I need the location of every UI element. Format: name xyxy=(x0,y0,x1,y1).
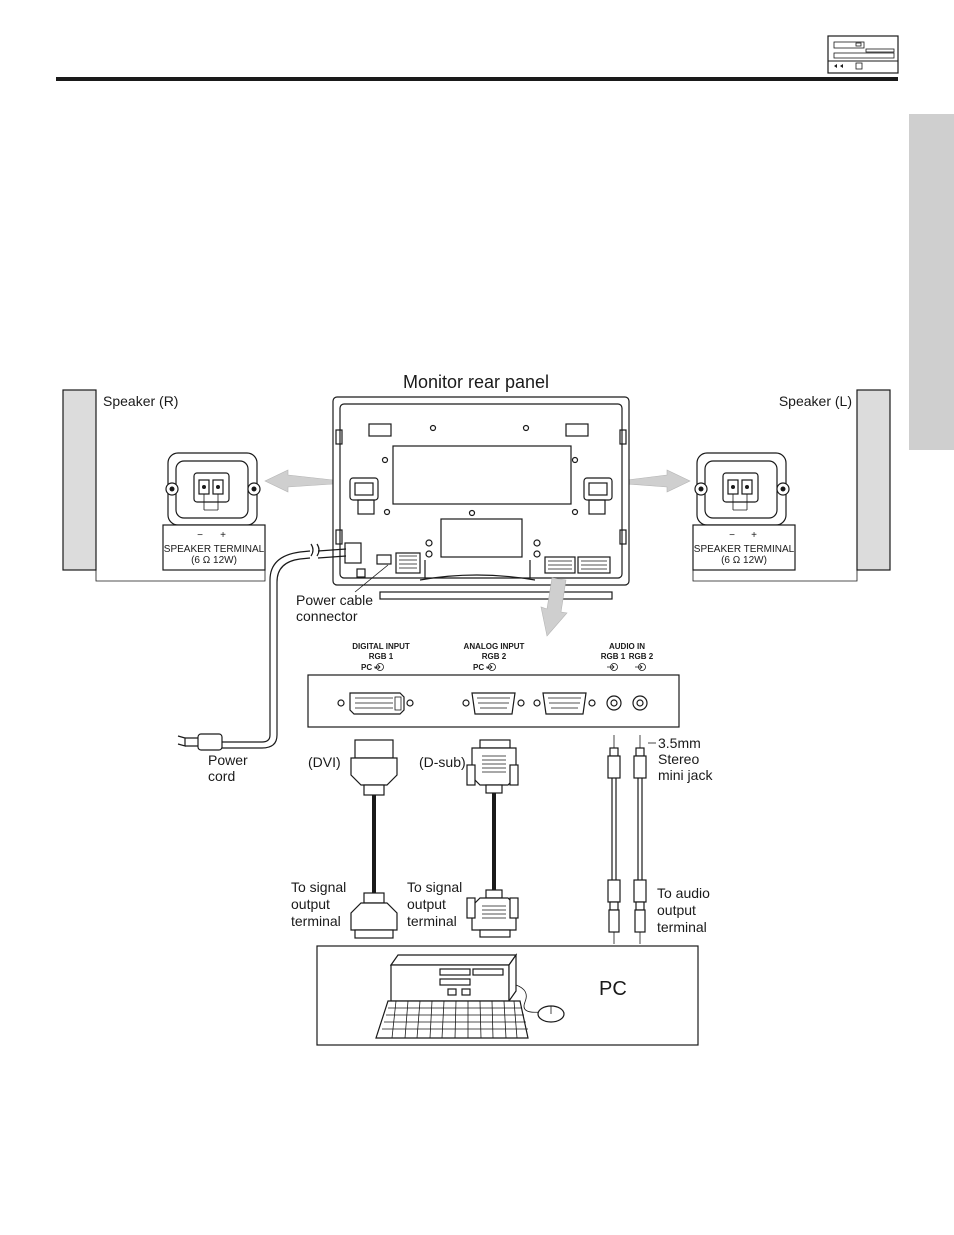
signal-out-2-label-3: terminal xyxy=(407,913,457,929)
speaker-right-label: Speaker (R) xyxy=(103,393,178,409)
audio-in-label: AUDIO IN xyxy=(609,642,645,651)
audio-in-rgb1: RGB 1 xyxy=(601,652,626,661)
terminal-plus-right: + xyxy=(220,530,226,541)
speaker-rating-left: (6 Ω 12W) xyxy=(721,555,767,566)
speaker-terminal-label-right: SPEAKER TERMINAL xyxy=(164,544,265,555)
speaker-right xyxy=(62,389,266,582)
audio-out-label-2: output xyxy=(657,902,696,918)
dsub-cable xyxy=(466,739,519,938)
digital-input-label-1: DIGITAL INPUT xyxy=(352,642,410,651)
power-connector-label-1: Power cable xyxy=(296,592,373,608)
monitor-rear-panel xyxy=(332,396,630,600)
leader-power-connector xyxy=(354,564,389,593)
digital-input-pc: PC - xyxy=(361,663,377,672)
speaker-left-label: Speaker (L) xyxy=(779,393,852,409)
signal-out-2-label-1: To signal xyxy=(407,879,462,895)
pc-computer-icon xyxy=(375,953,565,1039)
signal-out-1-label-1: To signal xyxy=(291,879,346,895)
signal-out-2-label-2: output xyxy=(407,896,446,912)
arrow-right xyxy=(626,469,691,493)
audio-out-label-1: To audio xyxy=(657,885,710,901)
arrow-down xyxy=(540,577,568,637)
jack-label-1: 3.5mm xyxy=(658,735,701,751)
audio-out-label-3: terminal xyxy=(657,919,707,935)
digital-input-label-2: RGB 1 xyxy=(369,652,394,661)
analog-input-pc: PC - xyxy=(473,663,489,672)
speaker-terminal-label-left: SPEAKER TERMINAL xyxy=(694,544,795,555)
power-cord xyxy=(177,543,347,751)
signal-out-1-label-3: terminal xyxy=(291,913,341,929)
arrow-left xyxy=(264,469,334,493)
diagram-title: Monitor rear panel xyxy=(403,372,549,392)
pc-label: PC xyxy=(599,978,627,1000)
power-cord-label-2: cord xyxy=(208,768,235,784)
speaker-left xyxy=(692,389,891,582)
audio-in-rgb2: RGB 2 xyxy=(629,652,654,661)
jack-label-2: Stereo xyxy=(658,751,699,767)
input-arrow-icon xyxy=(374,663,384,671)
speaker-terminal-left xyxy=(692,452,796,571)
dvi-cable xyxy=(350,739,398,939)
input-arrow-icon xyxy=(486,663,496,671)
dsub-label: (D-sub) xyxy=(419,754,466,770)
dvi-label: (DVI) xyxy=(308,754,341,770)
signal-out-1-label-2: output xyxy=(291,896,330,912)
power-connector-label-2: connector xyxy=(296,608,358,624)
power-cord-label-1: Power xyxy=(208,752,248,768)
av-device-icon xyxy=(827,35,899,74)
analog-input-label-1: ANALOG INPUT xyxy=(464,642,525,651)
header-rule xyxy=(56,77,898,81)
audio-cable xyxy=(607,735,647,944)
side-tab xyxy=(909,114,954,450)
terminal-minus-left: − xyxy=(729,530,735,541)
input-arrow-icon xyxy=(607,663,646,671)
speaker-rating-right: (6 Ω 12W) xyxy=(191,555,237,566)
speaker-terminal-right xyxy=(162,452,266,571)
analog-input-label-2: RGB 2 xyxy=(482,652,507,661)
input-terminal-panel xyxy=(307,674,680,728)
jack-label-3: mini jack xyxy=(658,767,713,783)
terminal-plus-left: + xyxy=(751,530,757,541)
terminal-minus-right: − xyxy=(197,530,203,541)
